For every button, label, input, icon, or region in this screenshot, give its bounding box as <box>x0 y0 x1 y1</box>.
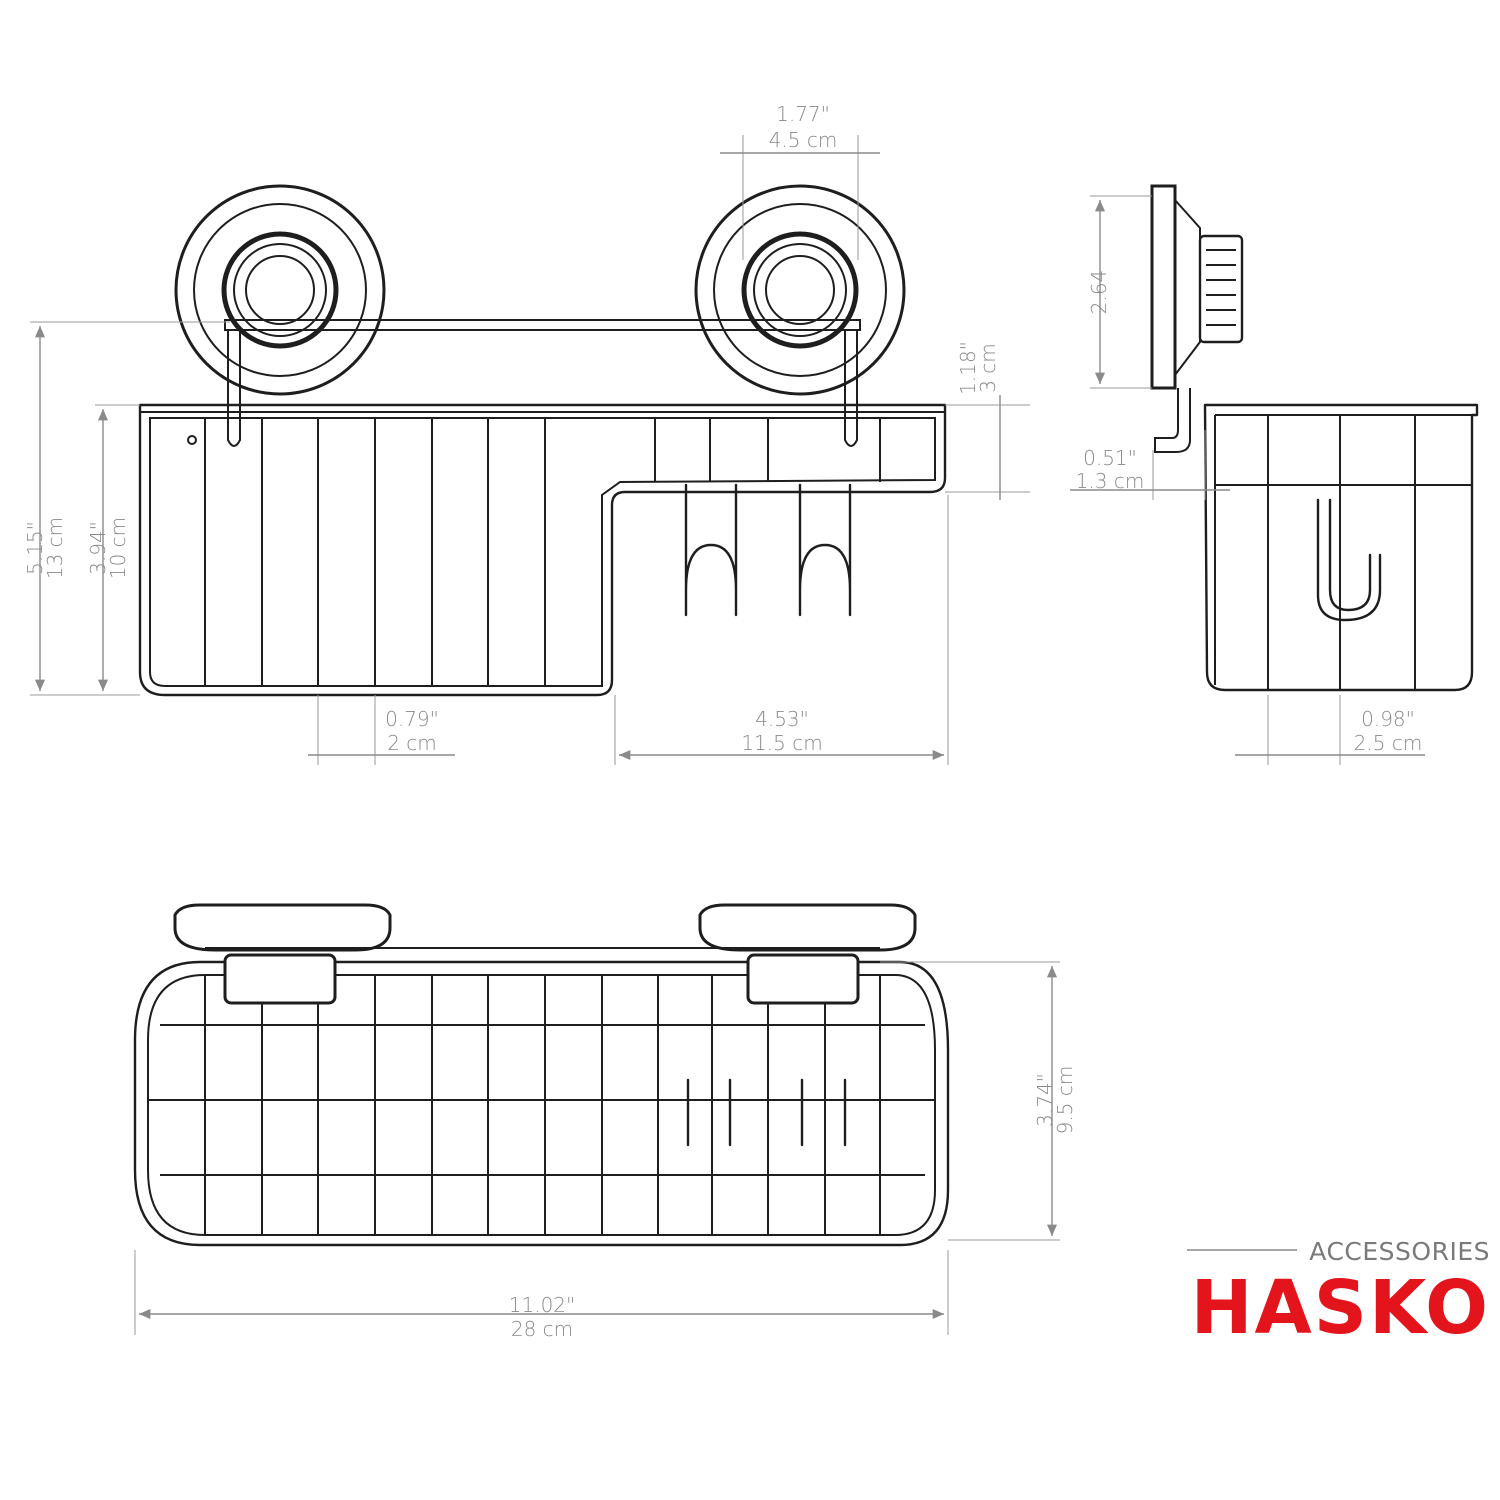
dim-hook-section-in: 4.53" <box>755 707 809 731</box>
front-hook-left <box>684 483 738 617</box>
side-hook <box>1316 498 1382 622</box>
side-wall-hook <box>1154 388 1191 453</box>
top-knob-left <box>223 953 337 1005</box>
dim-side-wire-gap-in: 0.98" <box>1361 707 1415 731</box>
front-hook-right <box>798 483 852 617</box>
dim-side-offset-cm: 1.3 cm <box>1076 469 1145 493</box>
front-basket-wires <box>204 418 881 686</box>
top-grid-wires <box>148 975 935 1235</box>
dim-side-cup-height: 2.64 <box>1087 270 1111 315</box>
dimension-lines <box>30 135 1425 1335</box>
side-view <box>1150 184 1479 692</box>
dim-top-depth-cm: 9.5 cm <box>1053 1066 1077 1135</box>
top-hooks <box>686 1078 847 1147</box>
dim-side-offset-in: 0.51" <box>1083 446 1137 470</box>
dim-hook-depth-cm: 3 cm <box>976 343 1000 393</box>
top-basket-outline <box>133 960 950 1247</box>
side-knob <box>1198 234 1244 344</box>
dim-total-height-in: 5.15" <box>23 521 47 575</box>
dim-wire-gap-cm: 2 cm <box>387 731 437 755</box>
front-suction-cup-right <box>694 184 906 396</box>
brand-logo: ACCESSORIES HASKO <box>1187 1237 1490 1351</box>
side-basket-outline <box>1203 403 1479 692</box>
brand-name: HASKO <box>1191 1265 1490 1351</box>
front-basket-outline <box>138 403 947 697</box>
dim-top-width-total-cm: 28 cm <box>511 1317 573 1341</box>
dim-total-height-cm: 13 cm <box>43 517 67 579</box>
top-knob-right <box>746 953 860 1005</box>
dim-hook-depth-in: 1.18" <box>956 341 980 395</box>
dim-side-wire-gap-cm: 2.5 cm <box>1354 731 1423 755</box>
dim-hook-section-cm: 11.5 cm <box>741 731 822 755</box>
front-hanger-right <box>844 330 858 447</box>
dim-top-width-total-in: 11.02" <box>509 1293 575 1317</box>
top-view <box>133 903 950 1247</box>
dim-top-depth-in: 3.74" <box>1033 1073 1057 1127</box>
top-suction-cup-right <box>698 903 917 952</box>
dim-top-width-cm: 4.5 cm <box>769 128 838 152</box>
top-suction-cup-left <box>173 903 392 952</box>
front-suction-cup-left <box>174 184 386 396</box>
front-hanger-left <box>227 330 241 447</box>
dimension-labels: 1.77" 4.5 cm 5.15" 13 cm 3.94" 10 cm 1.1… <box>23 102 1422 1341</box>
front-view <box>138 184 947 697</box>
side-suction-cup <box>1150 184 1177 390</box>
dim-wire-gap-in: 0.79" <box>385 707 439 731</box>
brand-sub-label: ACCESSORIES <box>1309 1237 1490 1266</box>
front-hanging-rail <box>224 319 861 331</box>
dim-basket-height-in: 3.94" <box>86 521 110 575</box>
dim-top-width-in: 1.77" <box>776 102 830 126</box>
dim-basket-height-cm: 10 cm <box>106 517 130 579</box>
